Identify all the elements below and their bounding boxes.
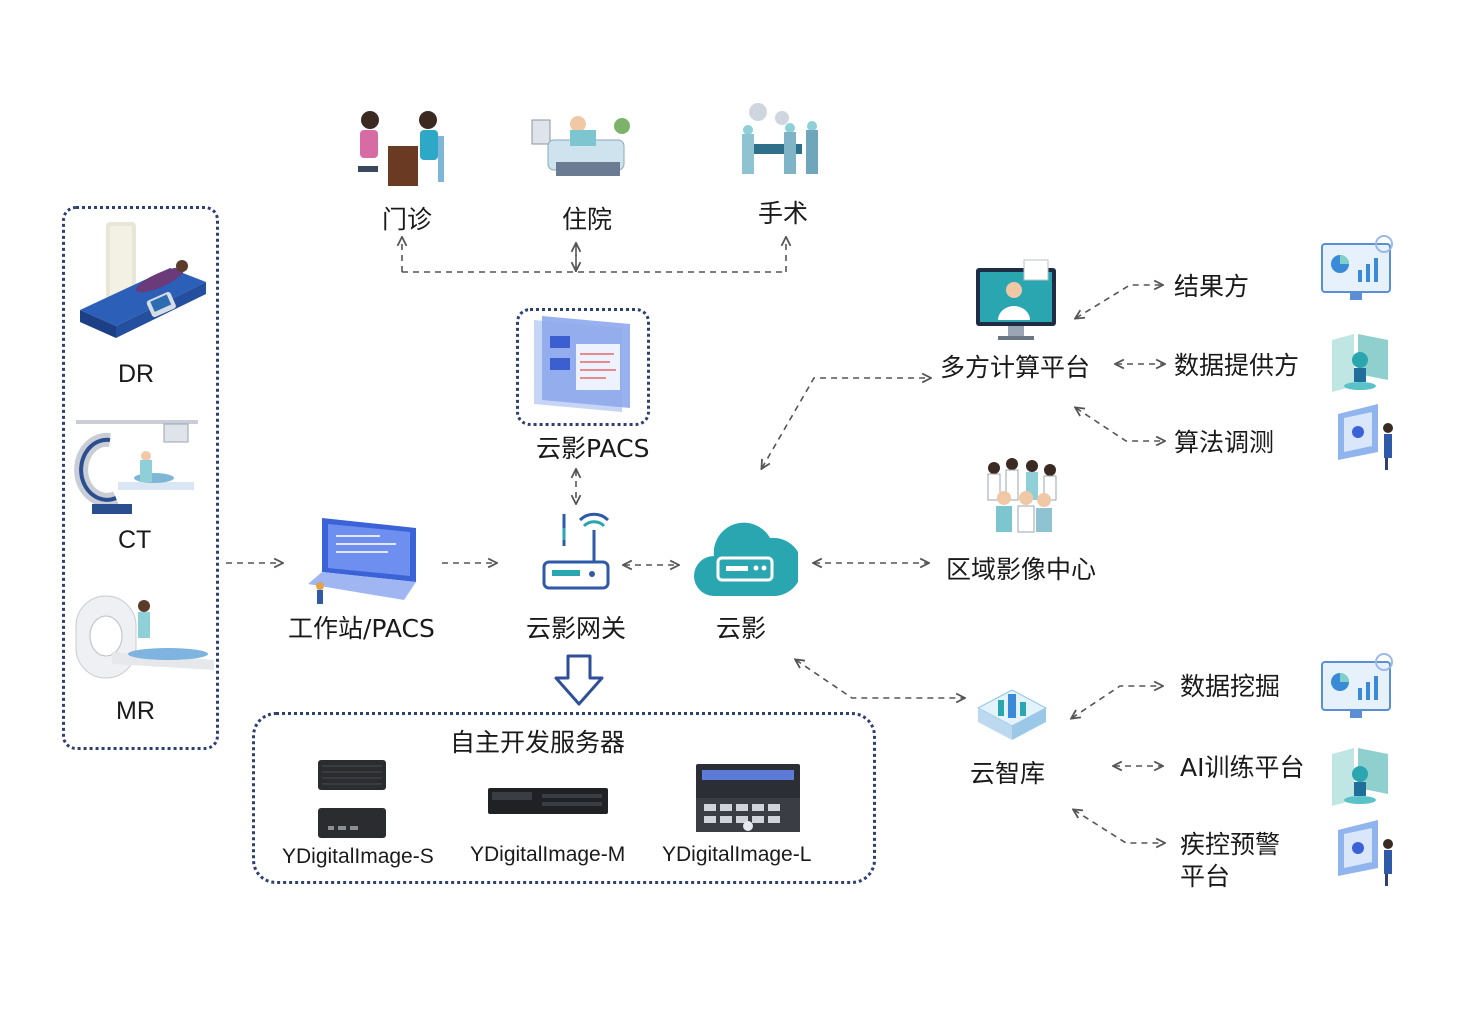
servers-box: [252, 712, 876, 884]
mining-label: 数据挖掘: [1180, 672, 1281, 701]
regional-center-label: 区域影像中心: [946, 555, 1097, 584]
dr-machine-icon: [80, 222, 206, 338]
smart-library-icon: [976, 689, 1048, 740]
inpatient-icon: [531, 116, 630, 176]
modalities-box: [62, 206, 219, 750]
surgery-label: 手术: [758, 199, 809, 228]
dr-label: DR: [118, 360, 155, 388]
down-arrow-icon: [554, 654, 604, 706]
router-icon: [542, 512, 610, 590]
rack-server-m-icon: [488, 788, 608, 814]
mpc-algo-label: 算法调测: [1174, 428, 1275, 457]
server-m-label: YDigitalImage-M: [470, 843, 626, 866]
pacs-label: 云影PACS: [536, 434, 650, 463]
mpc-result-label: 结果方: [1174, 272, 1250, 301]
ct-label: CT: [118, 526, 152, 554]
inpatient-label: 住院: [562, 205, 613, 234]
pacs-box: [516, 308, 650, 426]
smart-library-title: 云智库: [970, 759, 1046, 788]
data-panel-icon: [1332, 334, 1388, 392]
ct-machine-icon: [74, 420, 198, 514]
servers-title: 自主开发服务器: [450, 728, 626, 757]
pacs-screen-icon: [534, 316, 630, 412]
laptop-icon: [308, 518, 416, 604]
analyst-icon: [1338, 404, 1393, 470]
mr-label: MR: [116, 697, 155, 725]
server-s-label: YDigitalImage-S: [282, 845, 434, 868]
mpc-provider-label: 数据提供方: [1174, 351, 1300, 380]
mpc-title: 多方计算平台: [940, 353, 1091, 382]
server-l-label: YDigitalImage-L: [662, 843, 812, 866]
cloud-icon: [694, 522, 798, 596]
surgery-icon: [742, 103, 818, 174]
cdc-label-line1: 疾控预警: [1180, 830, 1281, 859]
dashboard-icon-2: [1321, 653, 1393, 718]
tower-server-l-icon: [696, 764, 800, 832]
cloud-label: 云影: [716, 614, 767, 643]
data-panel-icon-2: [1332, 748, 1388, 806]
cdc-label-line2: 平台: [1180, 862, 1231, 891]
outpatient-icon: [358, 111, 444, 186]
medical-team-icon: [987, 458, 1057, 533]
dashboard-icon: [1321, 235, 1393, 300]
workstation-label: 工作站/PACS: [288, 614, 435, 643]
mr-machine-icon: [75, 595, 214, 679]
gateway-label: 云影网关: [526, 614, 627, 643]
ai-training-label: AI训练平台: [1180, 753, 1305, 782]
doctor-monitor-icon: [976, 259, 1056, 340]
outpatient-label: 门诊: [382, 205, 433, 234]
analyst-icon-2: [1338, 820, 1393, 886]
mini-server-s-icon: [318, 760, 386, 838]
